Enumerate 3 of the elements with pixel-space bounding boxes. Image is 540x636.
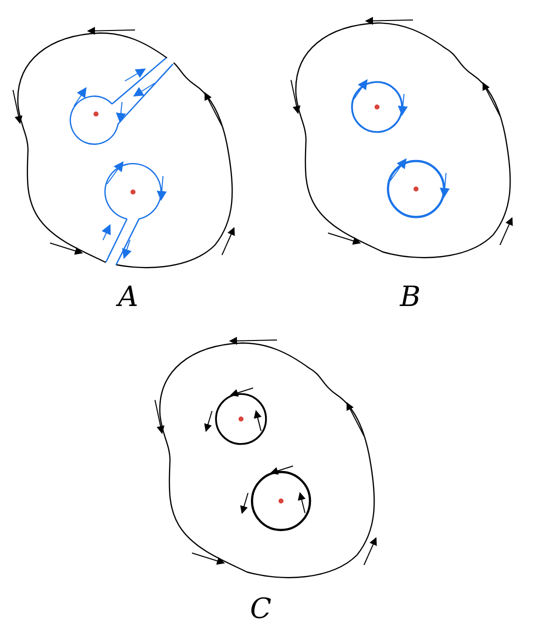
panel-label: B: [400, 282, 421, 312]
panel-label: C: [250, 594, 272, 624]
panel-label: A: [118, 282, 138, 312]
